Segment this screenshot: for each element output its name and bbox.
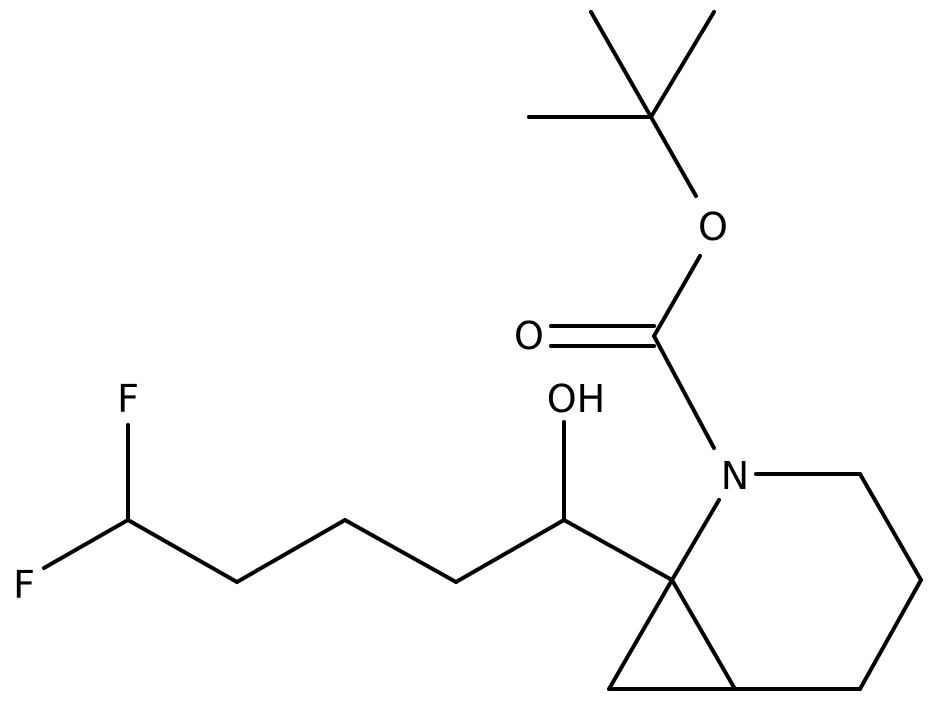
atom-fluorine-bottom-label: F — [13, 563, 35, 607]
bond-ring-c3-c4 — [858, 472, 923, 582]
atom-carbonyl-oxygen-label: O — [514, 314, 544, 358]
bond-chain-2 — [343, 518, 458, 584]
bond-cf-bottom — [42, 518, 130, 570]
atom-oh-label: OH — [547, 377, 605, 421]
bond-chain-4 — [126, 518, 239, 584]
bond-ring-c4-c5 — [858, 578, 923, 691]
bond-n-c1 — [670, 498, 721, 582]
atom-nitrogen-label: N — [721, 454, 749, 498]
atom-fluorine-top-label: F — [117, 377, 139, 421]
bond-c1-c6 — [670, 578, 737, 691]
bond-tbu-oxygen — [649, 115, 698, 198]
bond-carbonyl-nitrogen — [652, 334, 716, 450]
bond-chain-3 — [235, 518, 347, 584]
bond-chain-1 — [454, 518, 566, 584]
bond-tbu-methyl-1 — [589, 10, 653, 119]
atom-ester-oxygen-label: O — [698, 205, 728, 249]
bond-c1-c7 — [607, 578, 674, 691]
bond-c1-carbinol — [562, 518, 674, 582]
bond-tbu-methyl-2 — [649, 10, 716, 119]
bond-oxygen-carbonyl-carbon — [652, 254, 702, 338]
